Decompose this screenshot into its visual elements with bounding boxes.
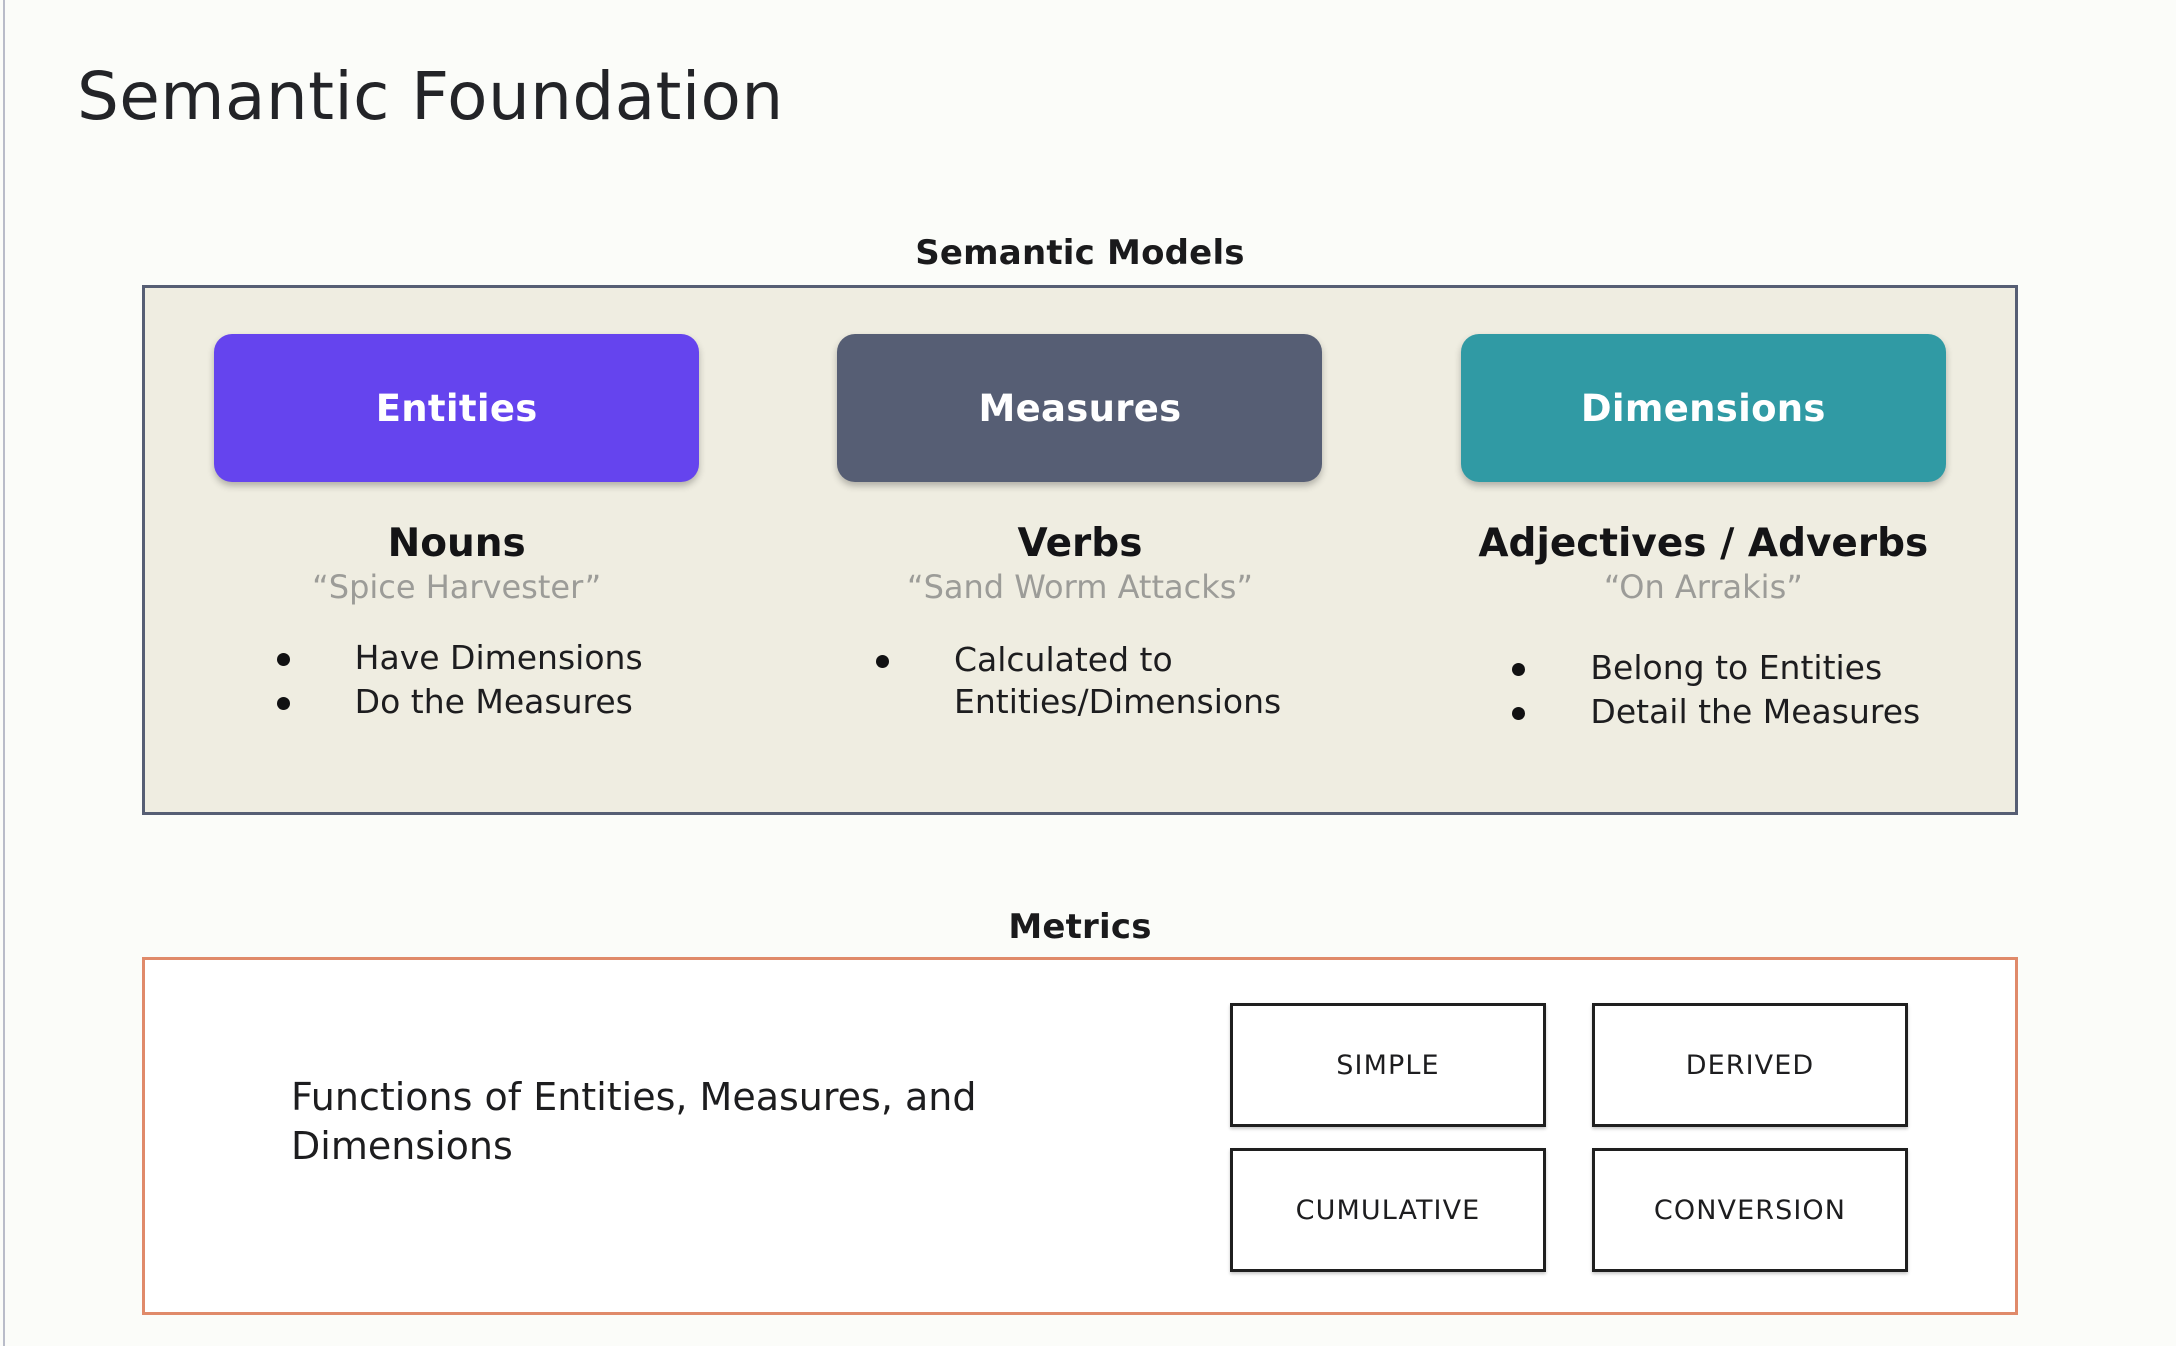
metrics-caption: Metrics xyxy=(1008,907,1152,947)
entities-bullet-list: Have Dimensions Do the Measures xyxy=(276,637,643,725)
dimensions-example: “On Arrakis” xyxy=(1603,568,1803,606)
list-item: Have Dimensions xyxy=(276,637,643,679)
page-title: Semantic Foundation xyxy=(77,58,784,135)
measures-pill[interactable]: Measures xyxy=(837,334,1323,482)
measures-example: “Sand Worm Attacks” xyxy=(907,568,1253,606)
metric-box-conversion[interactable]: CONVERSION xyxy=(1592,1148,1908,1272)
entities-part-of-speech: Nouns xyxy=(387,521,526,566)
left-edge-rule xyxy=(3,0,5,1346)
semantic-column-dimensions: Dimensions Adjectives / Adverbs “On Arra… xyxy=(1392,288,2015,812)
semantic-models-panel: Entities Nouns “Spice Harvester” Have Di… xyxy=(142,285,2018,815)
metric-box-derived[interactable]: DERIVED xyxy=(1592,1003,1908,1127)
entities-example: “Spice Harvester” xyxy=(312,568,602,606)
list-item: Detail the Measures xyxy=(1512,691,1920,733)
measures-bullet-list: Calculated to Entities/Dimensions xyxy=(875,639,1284,725)
list-item: Calculated to Entities/Dimensions xyxy=(875,639,1284,723)
metrics-panel: Functions of Entities, Measures, and Dim… xyxy=(142,957,2018,1315)
list-item: Belong to Entities xyxy=(1512,647,1920,689)
semantic-column-entities: Entities Nouns “Spice Harvester” Have Di… xyxy=(145,288,768,812)
metric-box-simple[interactable]: SIMPLE xyxy=(1230,1003,1546,1127)
semantic-models-columns: Entities Nouns “Spice Harvester” Have Di… xyxy=(145,288,2015,812)
metric-type-grid: SIMPLE DERIVED CUMULATIVE CONVERSION xyxy=(1230,1003,1908,1272)
dimensions-part-of-speech: Adjectives / Adverbs xyxy=(1478,521,1929,566)
metric-box-cumulative[interactable]: CUMULATIVE xyxy=(1230,1148,1546,1272)
dimensions-pill[interactable]: Dimensions xyxy=(1460,334,1946,482)
metrics-description: Functions of Entities, Measures, and Dim… xyxy=(291,1075,977,1168)
entities-pill[interactable]: Entities xyxy=(214,334,700,482)
measures-part-of-speech: Verbs xyxy=(1017,521,1143,566)
dimensions-bullet-list: Belong to Entities Detail the Measures xyxy=(1512,647,1920,735)
list-item: Do the Measures xyxy=(276,681,643,723)
semantic-models-caption: Semantic Models xyxy=(915,233,1245,273)
semantic-column-measures: Measures Verbs “Sand Worm Attacks” Calcu… xyxy=(768,288,1391,812)
